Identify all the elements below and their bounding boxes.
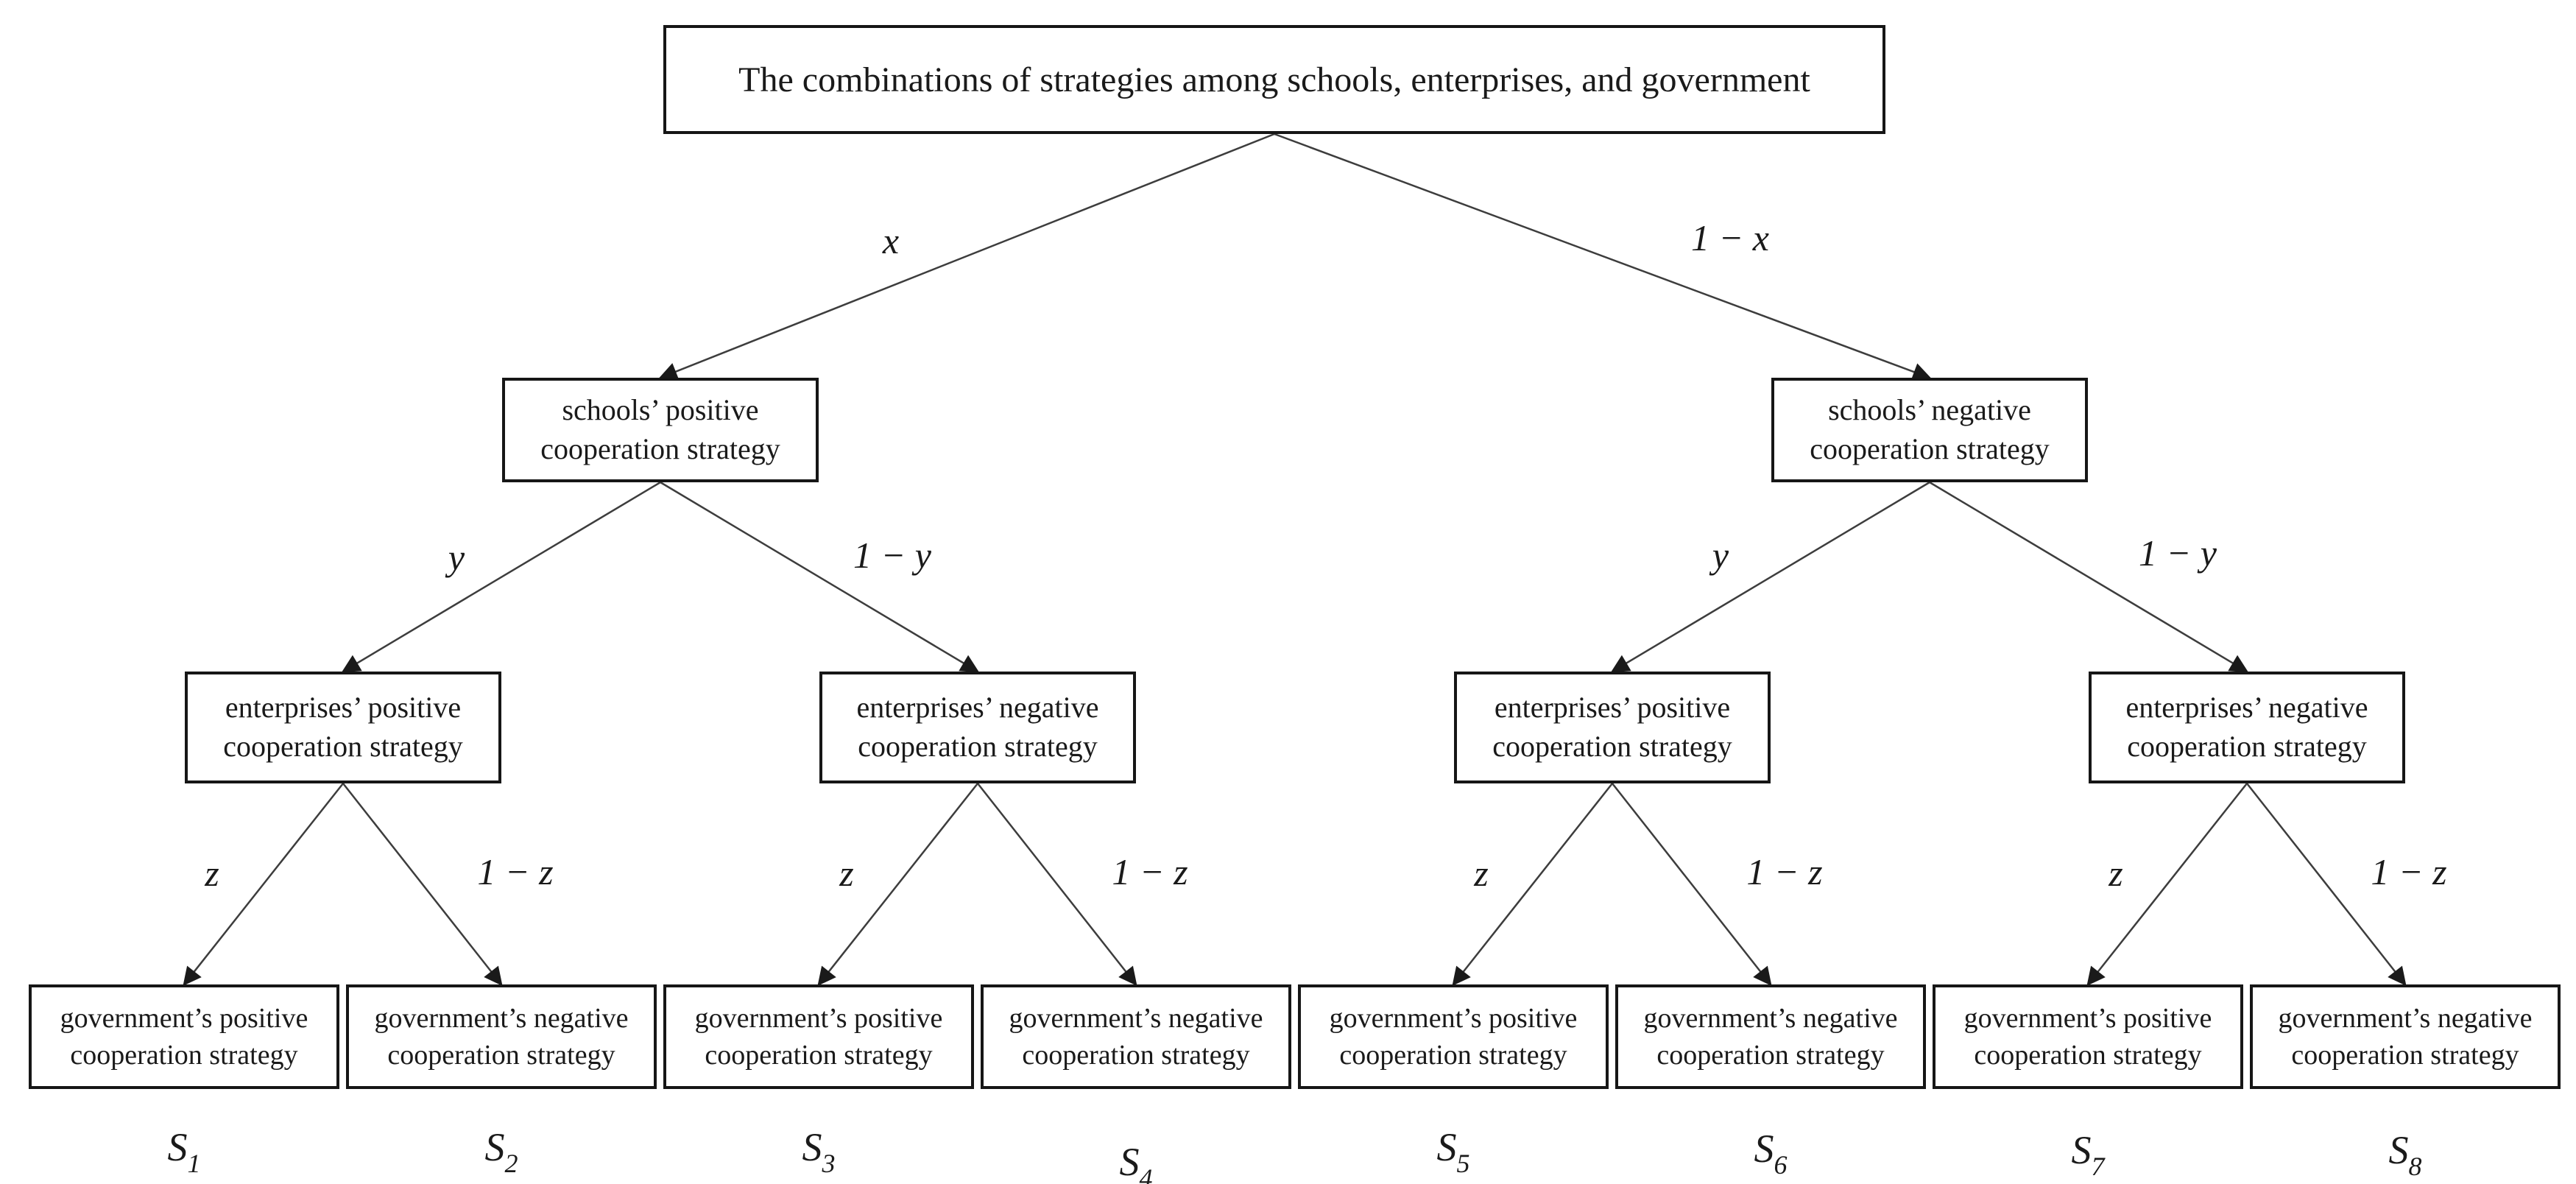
outcome-label-s7: S7	[2071, 1127, 2105, 1180]
node-label: government’s negative cooperation strate…	[2278, 1002, 2533, 1071]
outcome-name: S	[2388, 1128, 2409, 1172]
node-label: government’s negative cooperation strate…	[1643, 1002, 1898, 1071]
outcome-label-s3: S3	[802, 1124, 836, 1177]
node-enterprises-negative-2: enterprises’ negative cooperation strate…	[2089, 672, 2405, 783]
outcome-subscript: 4	[1139, 1163, 1153, 1184]
edge-z-1	[183, 783, 344, 986]
node-label: government’s positive cooperation strate…	[1329, 1002, 1578, 1071]
node-label: schools’ negative cooperation strategy	[1810, 393, 2050, 465]
outcome-subscript: 3	[822, 1149, 836, 1179]
edge-1-minus-z-2	[977, 783, 1137, 986]
branch-label-1-minus-z-1: 1 − z	[477, 851, 554, 892]
outcome-subscript: 2	[504, 1149, 518, 1179]
node-government-7: government’s positive cooperation strate…	[1933, 984, 2243, 1089]
node-label: government’s negative cooperation strate…	[374, 1002, 629, 1071]
node-government-1: government’s positive cooperation strate…	[29, 984, 339, 1089]
branch-label-1-minus-y-right: 1 − y	[2139, 532, 2217, 574]
outcome-name: S	[1754, 1127, 1774, 1171]
node-label: enterprises’ negative cooperation strate…	[2125, 691, 2368, 763]
outcome-label-s1: S1	[167, 1124, 201, 1177]
outcome-subscript: 6	[1774, 1150, 1788, 1180]
outcome-label-s8: S8	[2388, 1127, 2422, 1180]
node-label: enterprises’ positive cooperation strate…	[1492, 691, 1732, 763]
node-label: government’s positive cooperation strate…	[1963, 1002, 2212, 1071]
node-government-2: government’s negative cooperation strate…	[346, 984, 657, 1089]
edge-z-4	[2086, 783, 2248, 986]
branch-label-y-left: y	[448, 537, 465, 578]
node-enterprises-negative-1: enterprises’ negative cooperation strate…	[819, 672, 1136, 783]
branch-label-x: x	[882, 220, 900, 261]
edge-z-3	[1452, 783, 1613, 986]
node-government-4: government’s negative cooperation strate…	[981, 984, 1291, 1089]
node-government-5: government’s positive cooperation strate…	[1298, 984, 1609, 1089]
branch-label-1-minus-x: 1 − x	[1691, 217, 1769, 258]
outcome-label-s2: S2	[484, 1124, 518, 1177]
outcome-label-s4: S4	[1120, 1139, 1153, 1184]
branch-label-1-minus-z-3: 1 − z	[1746, 851, 1823, 892]
edge-1-minus-z-1	[342, 783, 503, 986]
outcome-name: S	[1119, 1140, 1140, 1184]
outcome-name: S	[1436, 1125, 1457, 1169]
branch-label-z-3: z	[1474, 853, 1489, 894]
root-node: The combinations of strategies among sch…	[663, 25, 1885, 134]
node-government-8: government’s negative cooperation strate…	[2250, 984, 2561, 1089]
node-label: government’s positive cooperation strate…	[694, 1002, 943, 1071]
branch-label-1-minus-y-left: 1 − y	[853, 535, 931, 576]
edge-z-2	[817, 783, 978, 986]
node-label: enterprises’ negative cooperation strate…	[856, 691, 1099, 763]
node-government-6: government’s negative cooperation strate…	[1615, 984, 1926, 1089]
branch-label-z-4: z	[2109, 853, 2123, 894]
outcome-name: S	[484, 1125, 505, 1169]
node-schools-negative: schools’ negative cooperation strategy	[1771, 378, 2088, 482]
edge-1-minus-y-right	[1929, 481, 2249, 673]
outcome-subscript: 5	[1456, 1149, 1470, 1179]
branch-label-z-2: z	[839, 853, 854, 894]
edge-1-minus-z-3	[1612, 783, 1772, 986]
outcome-subscript: 1	[187, 1149, 201, 1179]
edge-1-minus-z-4	[2246, 783, 2407, 986]
outcome-label-s6: S6	[1754, 1126, 1788, 1178]
edge-y-right	[1610, 481, 1930, 673]
outcome-name: S	[802, 1125, 822, 1169]
node-label: enterprises’ positive cooperation strate…	[223, 691, 463, 763]
outcome-name: S	[2071, 1128, 2092, 1172]
edge-1-minus-x	[1274, 133, 1932, 381]
outcome-label-s5: S5	[1436, 1124, 1470, 1177]
node-enterprises-positive-2: enterprises’ positive cooperation strate…	[1454, 672, 1771, 783]
branch-label-z-1: z	[205, 853, 219, 894]
node-enterprises-positive-1: enterprises’ positive cooperation strate…	[185, 672, 501, 783]
outcome-subscript: 7	[2091, 1152, 2105, 1182]
node-label: schools’ positive cooperation strategy	[540, 393, 780, 465]
root-node-label: The combinations of strategies among sch…	[738, 60, 1810, 99]
node-label: government’s negative cooperation strate…	[1009, 1002, 1263, 1071]
branch-label-1-minus-z-4: 1 − z	[2371, 851, 2447, 892]
node-government-3: government’s positive cooperation strate…	[663, 984, 974, 1089]
outcome-subscript: 8	[2408, 1152, 2422, 1182]
outcome-name: S	[167, 1125, 188, 1169]
edge-1-minus-y-left	[660, 481, 980, 673]
branch-label-y-right: y	[1712, 535, 1729, 576]
node-label: government’s positive cooperation strate…	[60, 1002, 308, 1071]
edge-y-left	[341, 481, 661, 673]
branch-label-1-minus-z-2: 1 − z	[1112, 851, 1188, 892]
edge-x	[658, 133, 1275, 381]
node-schools-positive: schools’ positive cooperation strategy	[502, 378, 819, 482]
